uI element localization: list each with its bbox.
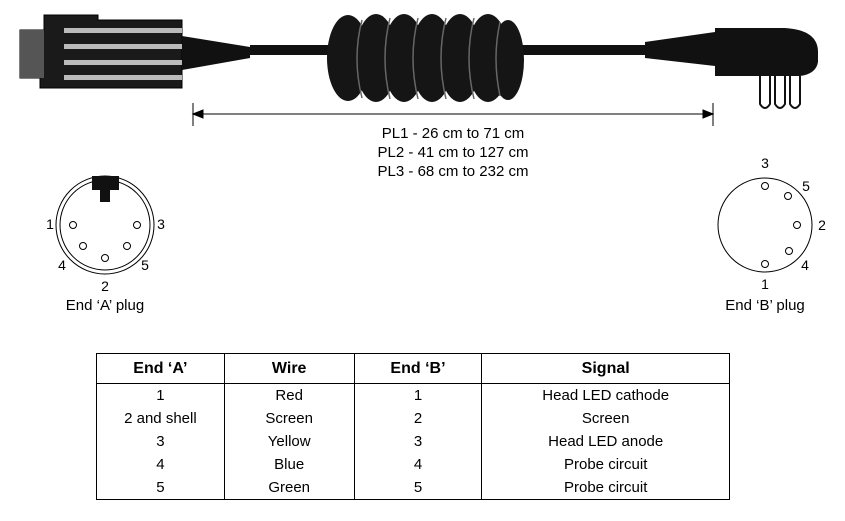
length-line-pl1: PL1 - 26 cm to 71 cm — [382, 125, 525, 142]
end-b-pins-graphic — [759, 76, 801, 109]
end-b-caption: End ‘B’ plug — [725, 297, 805, 314]
cell-signal: Head LED cathode — [481, 383, 730, 407]
header-end-a: End ‘A’ — [96, 353, 225, 384]
end-a-connector — [19, 14, 250, 89]
cell-wire: Blue — [223, 453, 355, 476]
cell-wire: Green — [223, 476, 355, 500]
cell-end-a: 4 — [96, 453, 225, 476]
end-a-pin-1-label: 1 — [46, 216, 54, 232]
table-header-row: End ‘A’ Wire End ‘B’ Signal — [96, 353, 730, 384]
cell-end-b: 4 — [353, 453, 483, 476]
end-b-pin-5-label: 5 — [802, 178, 810, 194]
end-b-pin-3-label: 3 — [761, 155, 769, 171]
table-row: 2 and shell Screen 2 Screen — [96, 407, 730, 430]
cell-wire: Yellow — [223, 430, 355, 453]
end-a-pin-4-label: 4 — [58, 257, 66, 273]
cell-end-a: 3 — [96, 430, 225, 453]
end-a-pin-2-label: 2 — [101, 278, 109, 294]
end-b-pin-1-label: 1 — [761, 276, 769, 292]
cell-signal: Screen — [481, 407, 730, 430]
cell-end-b: 5 — [353, 476, 483, 500]
length-line-pl3: PL3 - 68 cm to 232 cm — [378, 163, 529, 180]
end-a-plug-face — [55, 175, 155, 275]
header-signal: Signal — [481, 353, 730, 384]
cell-end-a: 1 — [96, 383, 225, 407]
end-a-caption: End ‘A’ plug — [66, 297, 144, 314]
table-row: 4 Blue 4 Probe circuit — [96, 453, 730, 476]
cell-signal: Head LED anode — [481, 430, 730, 453]
end-b-connector — [645, 28, 818, 109]
coiled-section — [327, 14, 524, 102]
cable — [250, 14, 645, 102]
cell-end-b: 3 — [353, 430, 483, 453]
length-line-pl2: PL2 - 41 cm to 127 cm — [378, 144, 529, 161]
cell-end-a: 5 — [96, 476, 225, 500]
length-dimension-line — [191, 103, 715, 126]
end-b-pin-2-label: 2 — [818, 217, 826, 233]
table-row: 5 Green 5 Probe circuit — [96, 476, 730, 500]
end-b-pin-4-label: 4 — [801, 257, 809, 273]
table-row: 1 Red 1 Head LED cathode — [96, 383, 730, 407]
cell-signal: Probe circuit — [481, 476, 730, 500]
cell-wire: Red — [223, 383, 355, 407]
wiring-table: End ‘A’ Wire End ‘B’ Signal 1 Red 1 Head… — [96, 353, 730, 500]
end-a-pin-3-label: 3 — [157, 216, 165, 232]
end-a-pin-5-label: 5 — [141, 257, 149, 273]
header-end-b: End ‘B’ — [353, 353, 483, 384]
cell-end-b: 2 — [353, 407, 483, 430]
cell-signal: Probe circuit — [481, 453, 730, 476]
table-row: 3 Yellow 3 Head LED anode — [96, 430, 730, 453]
cell-end-b: 1 — [353, 383, 483, 407]
end-b-plug-face — [717, 177, 813, 273]
header-wire: Wire — [223, 353, 355, 384]
cell-end-a: 2 and shell — [96, 407, 225, 430]
cable-diagram: PL1 - 26 cm to 71 cm PL2 - 41 cm to 127 … — [19, 14, 826, 314]
cell-wire: Screen — [223, 407, 355, 430]
